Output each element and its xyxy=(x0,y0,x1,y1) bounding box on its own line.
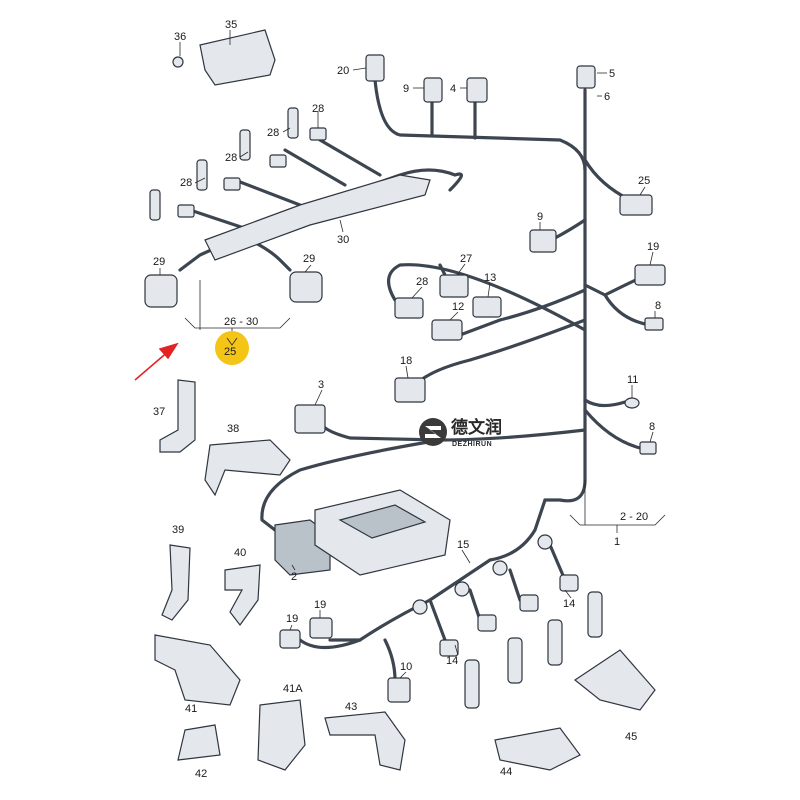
callout-9-top: 9 xyxy=(403,83,409,95)
callout-25: 25 xyxy=(224,346,236,358)
callout-42: 42 xyxy=(195,768,207,780)
connectors xyxy=(144,29,666,771)
callout-2: 2 xyxy=(291,571,297,583)
callout-1: 1 xyxy=(614,536,620,548)
ignition-coil-icon xyxy=(464,591,603,709)
callout-37: 37 xyxy=(153,406,165,418)
callout-10: 10 xyxy=(400,661,412,673)
leader-lines xyxy=(159,30,666,679)
pointer-arrow-icon xyxy=(134,342,179,381)
highlight-callout: 25 xyxy=(215,331,249,365)
callout-15: 15 xyxy=(457,539,469,551)
callout-16: 18 xyxy=(400,355,412,367)
callout-9-right: 9 xyxy=(537,211,543,223)
callout-5: 5 xyxy=(609,68,615,80)
watermark-en: DEZHIRUN xyxy=(452,441,492,448)
callout-7: 8 xyxy=(655,300,661,312)
callout-29-right: 29 xyxy=(303,253,315,265)
callout-28-b: 28 xyxy=(225,152,237,164)
callout-20: 25 xyxy=(638,175,650,187)
callout-14-left: 14 xyxy=(446,655,458,667)
watermark: 德文润 DEZHIRUN xyxy=(419,417,502,448)
callout-11: 11 xyxy=(627,374,638,386)
callout-4: 4 xyxy=(450,83,456,95)
callout-28-a: 28 xyxy=(180,177,192,189)
callout-43: 43 xyxy=(345,701,357,713)
callout-28-c: 28 xyxy=(267,127,279,139)
callout-19-lower: 19 xyxy=(286,613,298,625)
callout-6: 6 xyxy=(604,91,610,103)
callout-26: 27 xyxy=(460,253,472,265)
callout-labels: 35 36 20 9 4 5 6 25 9 19 8 27 28 13 12 1… xyxy=(153,19,661,780)
callout-2-20: 2 - 20 xyxy=(620,511,648,523)
callout-44: 44 xyxy=(500,766,512,778)
callout-35: 35 xyxy=(225,19,237,31)
callout-12: 12 xyxy=(452,301,464,313)
callout-26-30: 26 - 30 xyxy=(224,316,258,328)
callout-36: 36 xyxy=(174,31,186,43)
callout-39: 39 xyxy=(172,524,184,536)
callout-27: 28 xyxy=(416,276,428,288)
callout-41a: 41A xyxy=(283,683,303,695)
callout-13: 13 xyxy=(484,272,496,284)
harness-wires xyxy=(178,78,652,682)
callout-14-right: 14 xyxy=(563,598,575,610)
callout-19-top: 20 xyxy=(337,65,349,77)
callout-30: 30 xyxy=(337,234,349,246)
callout-19-right: 19 xyxy=(647,241,659,253)
injector-icon xyxy=(149,107,299,221)
callout-41: 41 xyxy=(185,703,197,715)
callout-28-d: 28 xyxy=(312,103,324,115)
callout-29-left: 29 xyxy=(153,256,165,268)
callout-45: 45 xyxy=(625,731,637,743)
callout-3: 3 xyxy=(318,379,324,391)
callout-40: 40 xyxy=(234,547,246,559)
callout-18: 19 xyxy=(314,599,326,611)
callout-38: 38 xyxy=(227,423,239,435)
highlight-circle xyxy=(215,331,249,365)
watermark-cn: 德文润 xyxy=(451,417,502,438)
callout-8: 8 xyxy=(649,421,655,433)
